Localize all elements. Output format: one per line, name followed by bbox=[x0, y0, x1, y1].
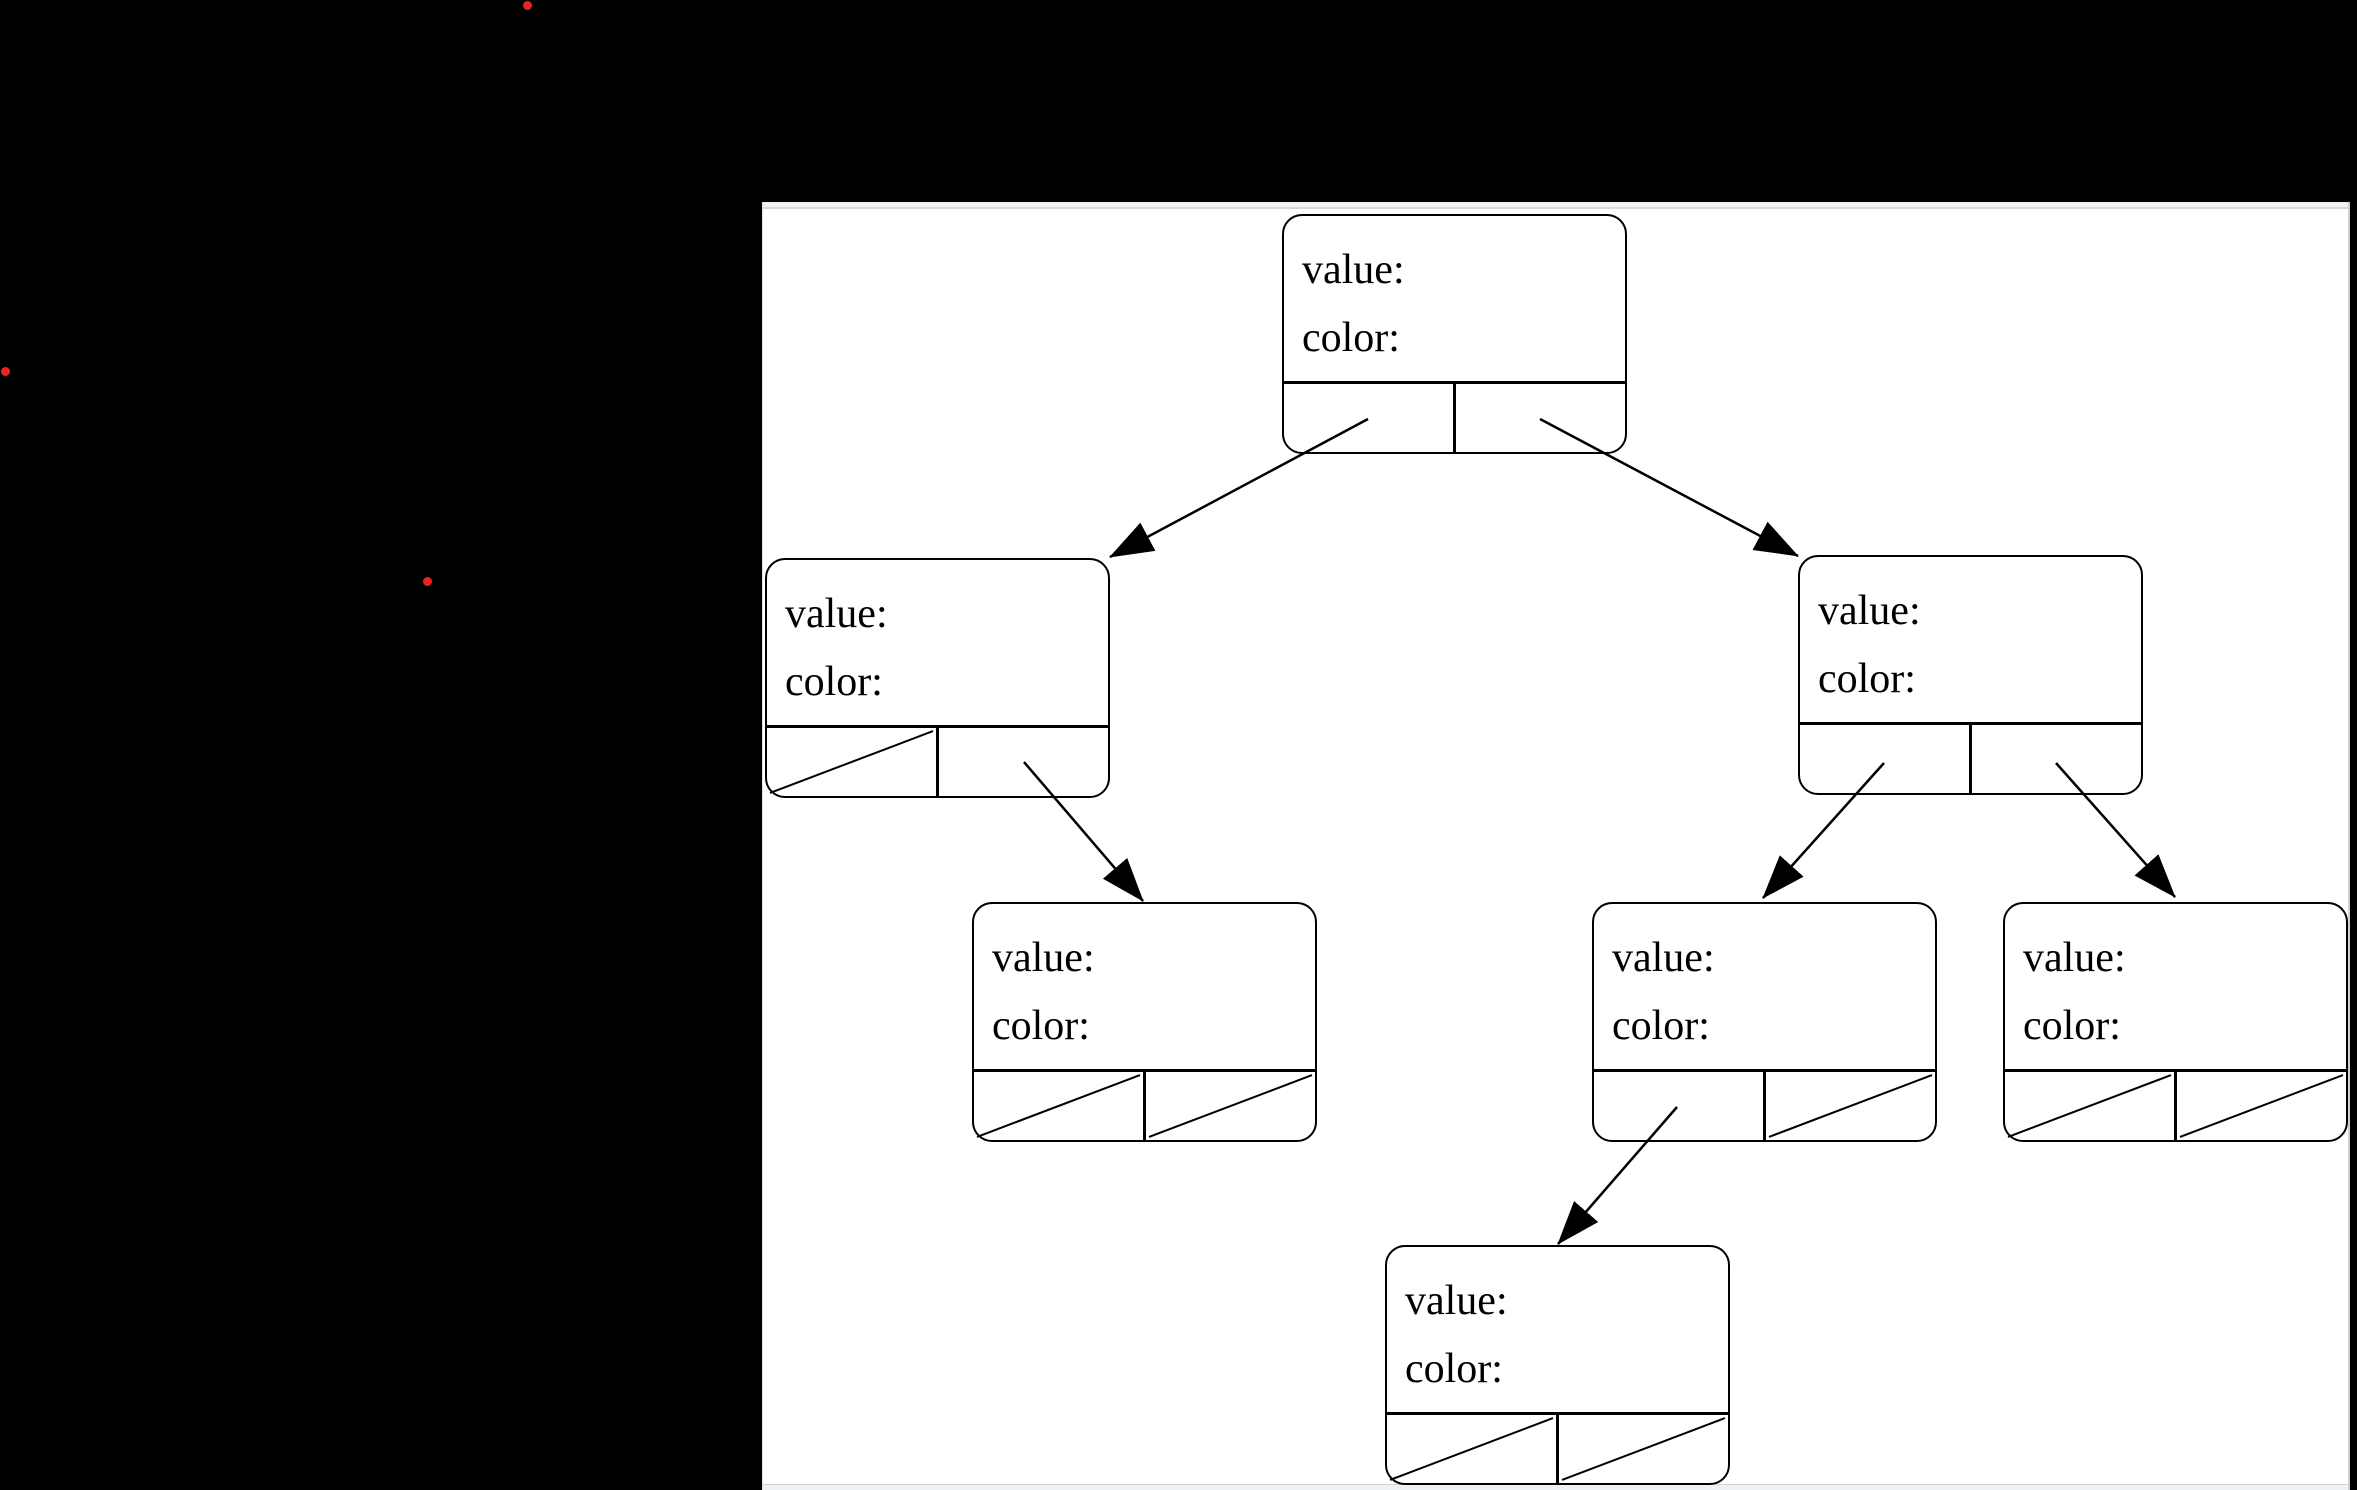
pointer-cells bbox=[974, 1069, 1315, 1140]
right-pointer-cell bbox=[1456, 384, 1625, 452]
right-pointer-cell bbox=[1972, 725, 2141, 793]
node-value-label: value: bbox=[1302, 247, 1405, 293]
tree-node-root: value: color: bbox=[1282, 214, 1627, 454]
null-pointer-slash bbox=[974, 1072, 1143, 1140]
pointer-cells bbox=[1800, 722, 2141, 793]
node-value-label: value: bbox=[992, 935, 1095, 981]
right-pointer-cell bbox=[1146, 1072, 1315, 1140]
pointer-cells bbox=[1387, 1412, 1728, 1483]
node-color-label: color: bbox=[992, 1003, 1090, 1049]
click-marker-dot bbox=[523, 1, 532, 10]
null-pointer-slash bbox=[767, 728, 936, 796]
null-pointer-slash bbox=[1387, 1415, 1556, 1483]
right-pointer-cell bbox=[939, 728, 1108, 796]
node-fields: value: color: bbox=[2005, 904, 2346, 1069]
pointer-cells bbox=[767, 725, 1108, 796]
null-pointer-slash bbox=[1766, 1072, 1935, 1140]
right-pointer-cell bbox=[1559, 1415, 1728, 1483]
click-marker-dot bbox=[1, 367, 10, 376]
node-fields: value: color: bbox=[1284, 216, 1625, 381]
left-pointer-cell bbox=[1800, 725, 1972, 793]
tree-node-left-child: value: color: bbox=[765, 558, 1110, 798]
right-pointer-cell bbox=[1766, 1072, 1935, 1140]
left-pointer-cell bbox=[1387, 1415, 1559, 1483]
tree-node-right-left-left-great-grandchild: value: color: bbox=[1385, 1245, 1730, 1485]
null-pointer-slash bbox=[1146, 1072, 1315, 1140]
node-color-label: color: bbox=[1612, 1003, 1710, 1049]
tree-node-right-child: value: color: bbox=[1798, 555, 2143, 795]
node-fields: value: color: bbox=[974, 904, 1315, 1069]
node-fields: value: color: bbox=[1387, 1247, 1728, 1412]
node-color-label: color: bbox=[785, 659, 883, 705]
node-fields: value: color: bbox=[1594, 904, 1935, 1069]
null-pointer-slash bbox=[2177, 1072, 2346, 1140]
tree-node-right-right-grandchild: value: color: bbox=[2003, 902, 2348, 1142]
node-value-label: value: bbox=[1818, 588, 1921, 634]
left-pointer-cell bbox=[2005, 1072, 2177, 1140]
node-value-label: value: bbox=[2023, 935, 2126, 981]
left-pointer-cell bbox=[1594, 1072, 1766, 1140]
node-color-label: color: bbox=[1818, 656, 1916, 702]
node-value-label: value: bbox=[785, 591, 888, 637]
node-value-label: value: bbox=[1405, 1278, 1508, 1324]
tree-node-right-left-grandchild: value: color: bbox=[1592, 902, 1937, 1142]
null-pointer-slash bbox=[1559, 1415, 1728, 1483]
tree-node-left-right-grandchild: value: color: bbox=[972, 902, 1317, 1142]
left-pointer-cell bbox=[1284, 384, 1456, 452]
pointer-cells bbox=[1594, 1069, 1935, 1140]
pointer-cells bbox=[2005, 1069, 2346, 1140]
window-top-strip bbox=[763, 202, 2348, 209]
right-pointer-cell bbox=[2177, 1072, 2346, 1140]
node-color-label: color: bbox=[1405, 1346, 1503, 1392]
node-fields: value: color: bbox=[1800, 557, 2141, 722]
node-fields: value: color: bbox=[767, 560, 1108, 725]
null-pointer-slash bbox=[2005, 1072, 2174, 1140]
click-marker-dot bbox=[423, 577, 432, 586]
pointer-cells bbox=[1284, 381, 1625, 452]
node-value-label: value: bbox=[1612, 935, 1715, 981]
node-color-label: color: bbox=[2023, 1003, 2121, 1049]
left-pointer-cell bbox=[974, 1072, 1146, 1140]
node-color-label: color: bbox=[1302, 315, 1400, 361]
left-pointer-cell bbox=[767, 728, 939, 796]
